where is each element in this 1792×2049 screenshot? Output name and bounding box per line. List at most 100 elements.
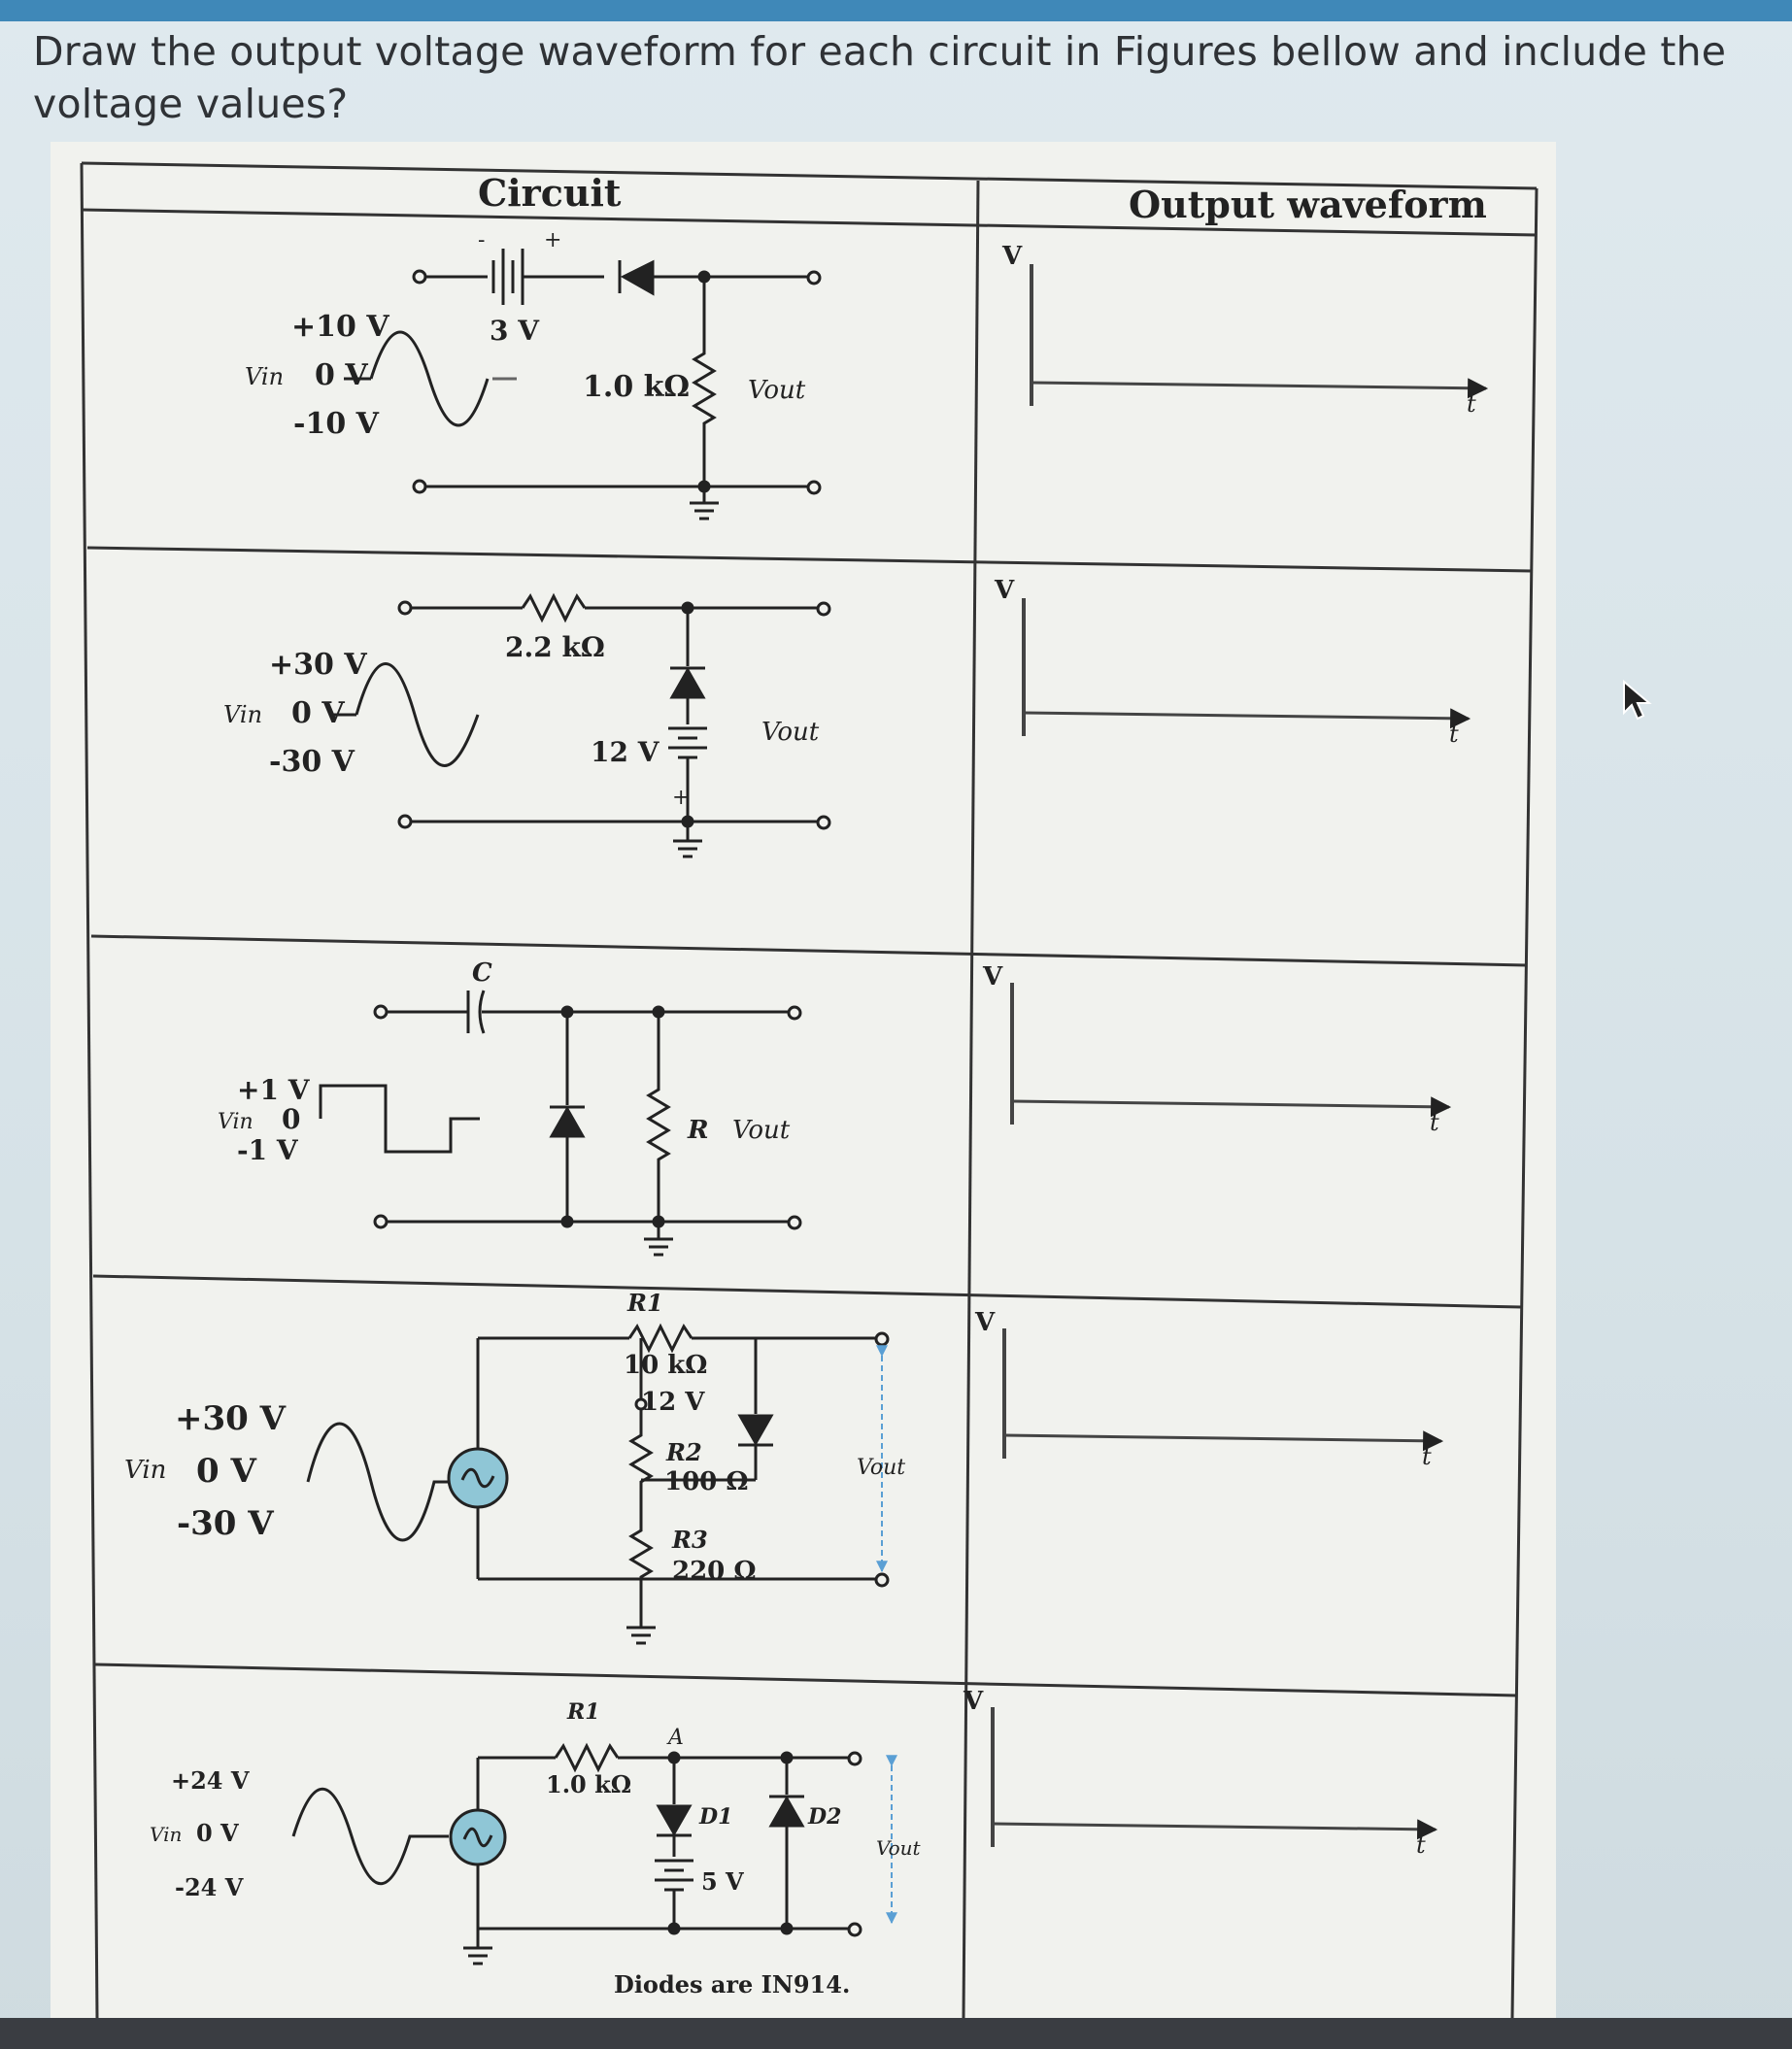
- level-neg: -24 V: [175, 1873, 244, 1901]
- output-terminal: [806, 270, 822, 286]
- diode-d1: [656, 1804, 693, 1837]
- diode-2: [669, 666, 706, 699]
- circuit-2-labels: +30 V 0 V -30 V Vin 2.2 kΩ 12 V + Vout: [223, 631, 820, 810]
- battery-pos-sign: +: [672, 786, 690, 810]
- circuit-2: [332, 592, 831, 858]
- battery-label: 12 V: [591, 736, 660, 768]
- battery-12v: [668, 726, 707, 759]
- output-terminal: [787, 1005, 802, 1021]
- square-wave-3: [319, 1084, 480, 1154]
- capacitor-label: C: [472, 958, 492, 988]
- level-pos: +30 V: [175, 1399, 287, 1438]
- ground-icon: [644, 1222, 673, 1257]
- vout-label: Vout: [857, 1456, 905, 1480]
- header-circuit: Circuit: [478, 171, 622, 215]
- vout-label: Vout: [732, 1116, 791, 1145]
- axis-t-label: t: [1430, 1109, 1439, 1136]
- output-terminal: [847, 1751, 862, 1766]
- diode-note: Diodes are IN914.: [614, 1970, 850, 1999]
- axis-t-label: t: [1422, 1443, 1432, 1470]
- level-zero: 0 V: [196, 1819, 239, 1847]
- axis-v-label: V: [982, 962, 1003, 991]
- input-terminal: [397, 814, 413, 829]
- resistor-r: [646, 1012, 671, 1222]
- level-pos: +1 V: [237, 1074, 311, 1106]
- d1-label: D1: [698, 1804, 732, 1830]
- output-terminal: [874, 1572, 890, 1588]
- r1-name: R1: [566, 1699, 600, 1725]
- level-pos: +24 V: [171, 1766, 250, 1795]
- level-zero: 0 V: [315, 358, 368, 392]
- axis-labels: V t V t V t V t V t: [963, 242, 1476, 1859]
- output-terminal: [847, 1922, 862, 1937]
- diode-4: [737, 1414, 774, 1447]
- resistor-label: R: [687, 1116, 709, 1145]
- output-terminal: [816, 815, 831, 830]
- resistor-label: 1.0 kΩ: [583, 370, 690, 404]
- output-terminal: [806, 480, 822, 495]
- vout-label: Vout: [748, 376, 806, 405]
- circuit-5-labels: +24 V 0 V -24 V Vin R1 1.0 kΩ A D1 D2 5 …: [150, 1699, 922, 1999]
- resistor-r3: [628, 1513, 654, 1618]
- axis-t-label: t: [1467, 390, 1476, 418]
- input-terminal: [373, 1214, 389, 1229]
- r1-value: 10 kΩ: [624, 1351, 707, 1380]
- node-a-label: A: [666, 1726, 684, 1750]
- level-neg: -10 V: [293, 407, 380, 441]
- sine-wave-1: [369, 330, 490, 427]
- top-bar: [0, 0, 1792, 21]
- level-neg: -30 V: [269, 745, 355, 779]
- vin-label: Vin: [218, 1110, 254, 1134]
- mouse-cursor-icon: [1623, 680, 1652, 721]
- ground-icon: [673, 822, 702, 858]
- resistor-2k2: [521, 592, 587, 623]
- vin-label: Vin: [245, 363, 284, 390]
- battery-5v: [655, 1859, 693, 1892]
- circuit-3: [319, 990, 802, 1257]
- level-pos: +30 V: [269, 648, 367, 682]
- battery-3v: [491, 249, 524, 305]
- input-terminal: [373, 1004, 389, 1020]
- circuit-1: [344, 249, 822, 521]
- output-terminal: [816, 601, 831, 617]
- diode-d2: [768, 1795, 805, 1828]
- battery-label: 12 V: [641, 1388, 705, 1417]
- battery-label: 3 V: [490, 315, 540, 347]
- circuit-1-labels: +10 V 0 V -10 V Vin 3 V - + 1.0 kΩ Vout: [245, 228, 806, 441]
- output-terminal: [787, 1215, 802, 1230]
- diode-1: [620, 259, 655, 296]
- ground-icon: [463, 1929, 492, 1965]
- resistor-label: 2.2 kΩ: [505, 631, 605, 663]
- level-zero: 0 V: [196, 1452, 256, 1491]
- resistor-1k: [692, 277, 717, 487]
- r1-name: R1: [626, 1289, 663, 1317]
- vout-label: Vout: [761, 718, 820, 747]
- battery-label: 5 V: [701, 1867, 744, 1896]
- table-grid: [80, 161, 1538, 2018]
- r1-value: 1.0 kΩ: [546, 1770, 631, 1798]
- diode-3: [549, 1105, 586, 1138]
- r2-name: R2: [665, 1438, 702, 1466]
- resistor-r1: [554, 1742, 620, 1773]
- level-neg: -30 V: [177, 1504, 274, 1543]
- resistor-r2: [628, 1410, 654, 1513]
- sine-wave-2: [355, 662, 480, 767]
- worksheet-figure: +10 V 0 V -10 V Vin 3 V - + 1.0 kΩ Vout: [51, 142, 1556, 2018]
- vin-label: Vin: [150, 1823, 182, 1846]
- resistor-r1: [627, 1323, 693, 1354]
- battery-pos-sign: +: [544, 228, 561, 252]
- sine-wave-4: [306, 1422, 468, 1542]
- vin-label: Vin: [124, 1456, 166, 1485]
- input-terminal: [412, 479, 427, 494]
- level-zero: 0 V: [291, 696, 345, 730]
- axis-t-label: t: [1449, 721, 1459, 748]
- axis-v-label: V: [974, 1308, 996, 1337]
- circuit-4: [306, 1323, 890, 1645]
- circuit-4-labels: +30 V 0 V -30 V Vin R1 10 kΩ 12 V R2 100…: [124, 1289, 905, 1586]
- battery-terminal: [634, 1397, 648, 1411]
- ground-icon: [626, 1618, 656, 1645]
- output-axes: [991, 264, 1489, 1847]
- level-zero: 0: [282, 1103, 300, 1135]
- capacitor-c: [466, 990, 486, 1034]
- r2-value: 100 Ω: [664, 1467, 748, 1496]
